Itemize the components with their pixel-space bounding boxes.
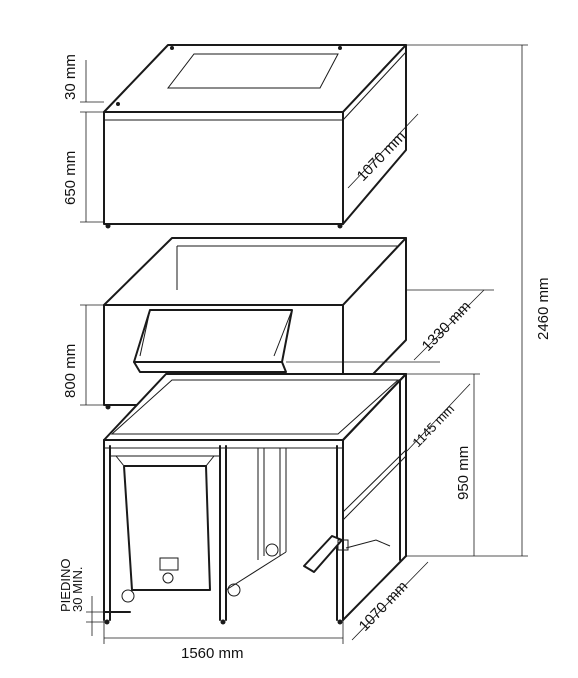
middle-unit — [103, 237, 407, 410]
base-frame — [103, 373, 407, 625]
label-middle-height: 800 mm — [62, 344, 79, 398]
base-collection-bin — [123, 465, 211, 591]
label-foot-line2: 30 MIN. — [70, 566, 85, 612]
middle-unit-hopper-lip — [133, 361, 287, 373]
upper-unit-opening — [166, 53, 339, 89]
upper-unit-front — [103, 111, 344, 225]
label-base-width: 1560 mm — [181, 645, 244, 662]
label-middle-depth: 1330 mm — [419, 298, 475, 355]
middle-unit-side — [342, 237, 407, 406]
label-total-height: 2460 mm — [535, 277, 552, 340]
label-upper-height: 650 mm — [62, 151, 79, 205]
label-base-depth-lower: 1070 mm — [356, 578, 412, 635]
upper-unit — [103, 44, 407, 229]
dimension-lines — [80, 44, 528, 644]
label-foot-line1: PIEDINO — [58, 559, 73, 612]
label-top-height: 30 mm — [62, 54, 79, 100]
label-base-height: 950 mm — [455, 446, 472, 500]
upper-unit-side — [342, 44, 407, 225]
middle-unit-hopper — [133, 309, 293, 363]
label-base-depth-upper: 1145 mm — [409, 401, 457, 450]
